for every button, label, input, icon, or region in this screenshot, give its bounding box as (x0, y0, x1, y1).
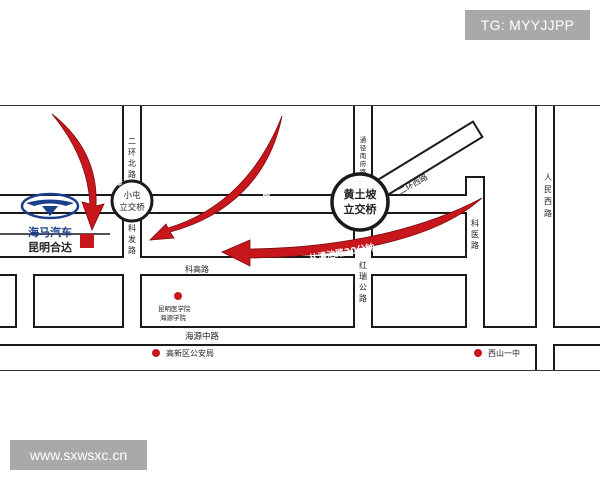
road-label-hongrui: 红瑞公路 (359, 260, 367, 303)
interchange-huangtupo-name: 黄土坡 (344, 187, 378, 201)
map[interactable]: 小屯 立交桥 黄土坡 立交桥 二环北路 科发路 科高路 海源中路 通径南府路 二… (0, 105, 600, 371)
landmark-dot-security (152, 349, 160, 357)
landmark-xishan-school[interactable]: 西山一中 (474, 348, 520, 358)
road-label-haiyuan-zhong: 海源中路 (185, 331, 220, 342)
route-arrow-dianchi (221, 197, 483, 267)
haima-logo-icon (20, 192, 80, 220)
dealer-name: 昆明合达 (28, 240, 72, 254)
interchange-huangtupo-type: 立交桥 (344, 202, 378, 216)
map-canvas[interactable]: 小屯 立交桥 黄土坡 立交桥 二环北路 科发路 科高路 海源中路 通径南府路 二… (0, 106, 600, 371)
landmark-public-security[interactable]: 高新区公安局 (152, 348, 214, 358)
road-label-kegao: 科高路 (185, 264, 209, 274)
interchange-xiaotun-type: 立交桥 (119, 202, 145, 213)
route-arrow-second (148, 115, 283, 241)
landmark-medical-name: 昆明医学院 (158, 304, 191, 313)
interchange-huangtupo[interactable]: 黄土坡 立交桥 (330, 172, 390, 232)
dealer-brand[interactable]: 海马汽车 昆明合达 (20, 192, 94, 254)
landmark-xishan-name: 西山一中 (488, 348, 520, 358)
interchange-xiaotun-name: 小屯 (123, 190, 141, 201)
landmark-medical-college[interactable]: 昆明医学院 海源学院 (158, 292, 191, 322)
dealer-location-marker (80, 234, 94, 248)
landmark-security-name: 高新区公安局 (166, 348, 214, 358)
landmark-dot-xishan (474, 349, 482, 357)
road-label-keyi: 科医路 (471, 218, 479, 250)
road-label-tongjing: 通径南府路 (360, 135, 367, 176)
landmark-medical-name-2: 海源学院 (160, 313, 187, 322)
route-arrow-city (51, 113, 105, 232)
road-label-kefa: 科发路 (128, 223, 136, 255)
interchange-xiaotun[interactable]: 小屯 立交桥 (110, 179, 154, 223)
road-label-erhuan-bei: 二环北路 (128, 137, 136, 179)
watermark-top: TG: MYYJJPP (465, 10, 590, 40)
watermark-bottom: www.sxwsxc.cn (10, 440, 147, 470)
road-labels: 二环北路 科发路 科高路 海源中路 通径南府路 二环西路 红瑞公路 科医路 人民… (128, 135, 552, 342)
landmark-dot-medical (174, 292, 182, 300)
brand-logo-text: 海马汽车 (28, 225, 72, 239)
road-label-renmin-xi: 人民西路 (544, 173, 552, 218)
